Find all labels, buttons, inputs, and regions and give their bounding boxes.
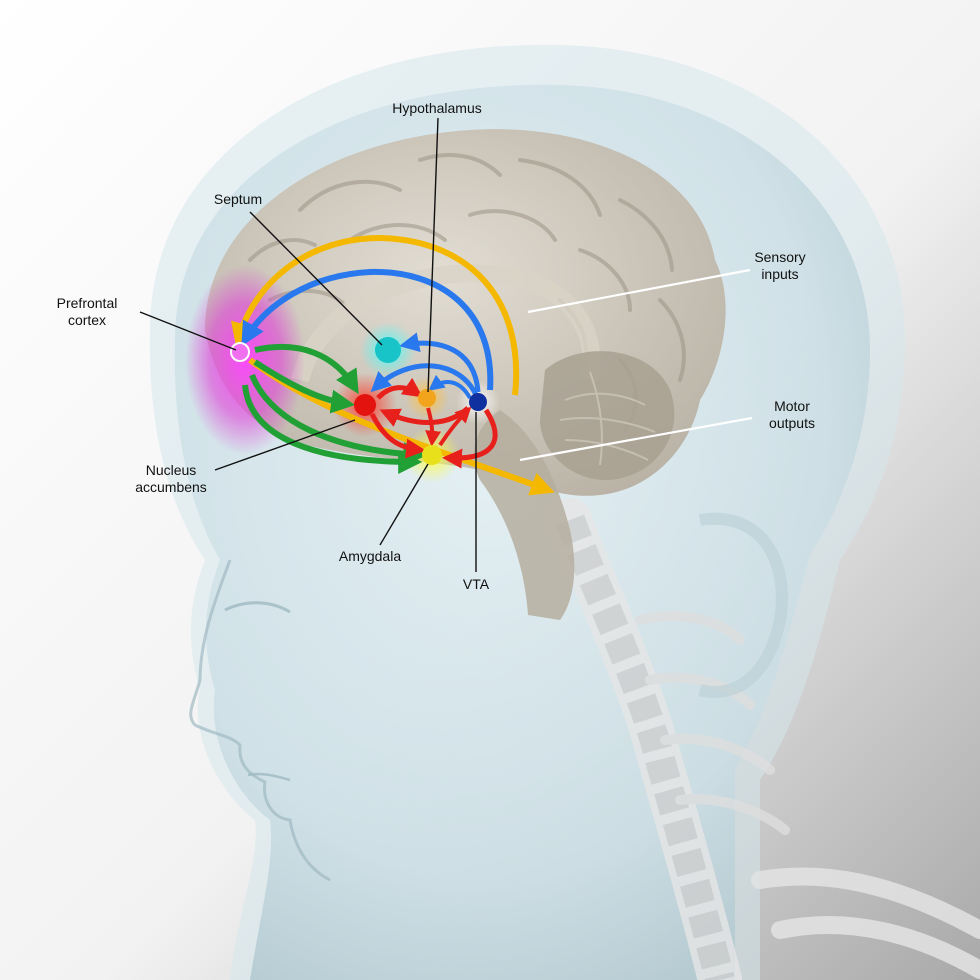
vta-node <box>469 393 487 411</box>
red-pathway-hypothalamus-amygdala <box>425 407 442 447</box>
leader-amygdala <box>379 463 429 546</box>
ear <box>698 512 788 698</box>
face-profile <box>189 559 331 882</box>
brainstem <box>474 410 575 620</box>
label-amygdala: Amygdala <box>338 548 402 564</box>
green-pathway-3 <box>249 373 428 467</box>
shoulder-bones <box>751 867 980 979</box>
yellow-pathway-to-pfc <box>231 234 520 396</box>
label-sensory-inputs: Sensory inputs <box>754 249 806 282</box>
leader-accumbens <box>214 419 356 471</box>
blue-pathway-to-septum <box>399 332 481 393</box>
face-lips <box>247 772 291 782</box>
leader-septum <box>249 211 383 346</box>
corpus-callosum <box>291 264 601 383</box>
red-pathway-vta-amygdala <box>442 408 498 469</box>
label-hypothalamus: Hypothalamus <box>392 100 482 116</box>
cerebellum-arbor <box>559 371 656 466</box>
green-pathway-2 <box>253 359 356 414</box>
face-eye <box>224 601 291 614</box>
leader-prefrontal <box>139 311 237 351</box>
leader-lines-white <box>519 268 753 462</box>
hypothalamus-node <box>418 389 436 407</box>
label-vta: VTA <box>462 576 490 592</box>
red-pathway-amygdala-vta <box>438 406 472 447</box>
cerebellum <box>540 351 675 481</box>
label-motor-outputs: Motor outputs <box>769 398 815 431</box>
green-pathway-1 <box>254 344 359 395</box>
blue-pathway-to-hypothalamus <box>428 374 472 400</box>
blue-pathway-to-pfc <box>241 268 494 391</box>
leader-motor <box>519 416 753 462</box>
blue-pathway-to-accumbens <box>370 363 479 397</box>
green-pathway-4 <box>242 384 423 474</box>
leader-hypothalamus <box>427 117 439 393</box>
amygdala-node <box>422 445 442 465</box>
label-prefrontal-cortex: Prefrontal cortex <box>56 295 118 328</box>
prefrontal-cortex-node <box>230 342 250 362</box>
septum-node <box>375 337 401 363</box>
leader-lines <box>139 117 477 572</box>
cervical-spine <box>548 498 790 980</box>
red-pathway-accumbens-amygdala <box>369 412 426 459</box>
label-septum: Septum <box>213 191 263 207</box>
red-pathway-accumbens-hypothalamus <box>376 377 423 400</box>
label-nucleus-accumbens: Nucleus accumbens <box>135 462 207 495</box>
nucleus-accumbens-node <box>354 394 376 416</box>
leader-sensory <box>527 268 751 314</box>
